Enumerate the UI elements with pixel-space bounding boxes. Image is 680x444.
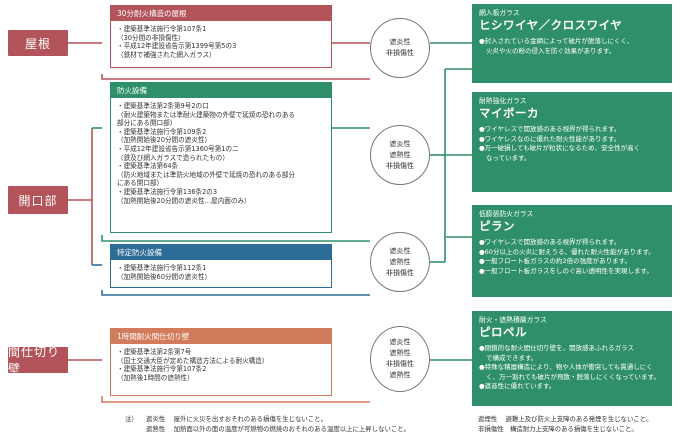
box-partition-header: 1時間耐火間仕切り壁	[111, 329, 331, 344]
product-pyrobel: 耐火・遮熱積層ガラス ピロペル ●閉鎖的な耐火間仕切り壁を、開放感あふれるガラス…	[472, 311, 672, 406]
category-opening-label: 開口部	[18, 193, 58, 208]
box-roof-header: 30分耐火構造の屋根	[111, 6, 331, 21]
performance-item: 遮熱性	[389, 150, 411, 159]
product-feature: ●閉鎖的な耐火間仕切り壁を、開放感あふれるガラス で構成できます。	[479, 344, 635, 362]
box-roof-body: ・建築基準法施行令第107条1 （30分間の非損傷性） ・平成12年建設省告示第…	[117, 25, 237, 59]
product-pyran: 低膨張防火ガラス ピラン ●ワイヤレスで開放感のある視界が得られます。 ●60分…	[472, 205, 672, 297]
performance-item: 遮炎性	[389, 338, 411, 346]
box-special-equipment-header: 特定防火設備	[111, 245, 331, 260]
product-feature: ●遮音性に優れています。	[479, 382, 556, 390]
note-item: 遮煙性 避難上及び防火上支障のある発煙を生じないこと。	[478, 415, 653, 423]
performance-item: 遮炎性	[389, 246, 411, 255]
box-roof: 30分耐火構造の屋根 ・建築基準法施行令第107条1 （30分間の非損傷性） ・…	[110, 5, 332, 68]
product-feature: ●ワイヤレスで開放感のある視界が得られます。	[479, 125, 621, 133]
product-subtitle: 網入板ガラス	[479, 9, 520, 17]
category-opening: 開口部	[8, 186, 68, 214]
box-partition: 1時間耐火間仕切り壁 ・建築基準法第2条第7号 （国土交通大臣が定めた構造方法に…	[110, 328, 332, 396]
product-subtitle: 耐火・遮熱積層ガラス	[479, 316, 547, 324]
box-special-equipment-body: ・建築基準法施行令第112条1 （加熱開始後60分間の遮炎性）	[117, 264, 212, 281]
product-feature: ●万一破損しても破片が粒状になるため、安全性が高く なっています。	[479, 144, 641, 162]
performance-item: 非損傷性	[386, 49, 414, 57]
performance-item: 非損傷性	[386, 360, 414, 368]
box-fire-equipment-body: ・建築基準法第2条第9号2の口 （耐火建築物または準耐火建築物の外壁で延焼の恐れ…	[117, 102, 296, 205]
product-subtitle: 耐熱強化ガラス	[479, 97, 527, 105]
product-feature: ●一般フロート板ガラスをしのぐ高い透明性を実現します。	[479, 266, 653, 275]
product-name: ヒシワイヤ／クロスワイヤ	[479, 18, 623, 32]
product-feature: ●60分以上の火炎に耐えうる、優れた耐火性能があります。	[479, 247, 655, 256]
box-fire-equipment-header: 防火設備	[111, 83, 331, 98]
performance-item: 遮炎性	[389, 38, 411, 46]
category-partition: 間仕切り壁	[8, 345, 68, 376]
product-feature: ●ワイヤレスで開放感のある視界が得られます。	[479, 238, 621, 246]
product-name: マイボーカ	[479, 106, 539, 120]
product-name: ピロペル	[479, 325, 527, 339]
product-feature: ●封入されている金網によって破片が脱落しにくく、 火炎や火の粉の侵入を防ぐ効果が…	[479, 37, 634, 55]
product-myboca: 耐熱強化ガラス マイボーカ ●ワイヤレスで開放感のある視界が得られます。 ●ワイ…	[472, 92, 672, 192]
performance-item: 遮熱性	[389, 371, 411, 379]
box-partition-body: ・建築基準法第2条第7号 （国土交通大臣が定めた構造方法による耐火構造） ・建築…	[117, 348, 269, 382]
performance-item: 非損傷性	[386, 161, 414, 170]
product-feature: ●ワイヤレスなのに優れた耐火性能があります。	[479, 134, 621, 143]
performance-circle-fire-equipment: 遮炎性 遮熱性 非損傷性	[370, 125, 430, 185]
product-feature: ●特殊な積層構造により、物や人体が衝突しても貫通しにく く、万一割れても破片が飛…	[479, 363, 660, 381]
note-item: 非損傷性 構造耐力上支障のある損傷を生じないこと。	[478, 425, 638, 433]
performance-item: 遮炎性	[389, 139, 411, 148]
notes-prefix: 注）	[125, 415, 138, 423]
product-subtitle: 低膨張防火ガラス	[479, 210, 534, 218]
note-item: 遮炎性 屋外に火災を出すおそれのある損傷を生じないこと。	[146, 415, 327, 423]
product-feature: ●一般フロート板ガラスの約2倍の強度があります。	[479, 257, 632, 265]
performance-circle-special-equipment: 遮炎性 遮熱性 非損傷性	[370, 232, 430, 292]
note-item: 遮熱性 加熱面以外の面の温度が可燃物の燃焼のおそれのある温度以上に上昇しないこと…	[146, 425, 411, 433]
product-name: ピラン	[479, 219, 515, 233]
performance-circle-roof: 遮炎性 非損傷性	[370, 18, 430, 78]
category-roof: 屋根	[8, 30, 68, 56]
box-special-equipment: 特定防火設備 ・建築基準法施行令第112条1 （加熱開始後60分間の遮炎性）	[110, 244, 332, 288]
performance-item: 遮熱性	[389, 349, 411, 357]
performance-circle-partition: 遮炎性 遮熱性 非損傷性 遮熱性	[370, 326, 430, 392]
box-fire-equipment: 防火設備 ・建築基準法第2条第9号2の口 （耐火建築物または準耐火建築物の外壁で…	[110, 82, 332, 233]
category-partition-label: 間仕切り壁	[8, 345, 61, 376]
category-roof-label: 屋根	[24, 36, 51, 51]
product-hishiwire: 網入板ガラス ヒシワイヤ／クロスワイヤ ●封入されている金網によって破片が脱落し…	[472, 4, 672, 83]
performance-item: 非損傷性	[386, 268, 414, 277]
performance-item: 遮熱性	[389, 257, 411, 266]
